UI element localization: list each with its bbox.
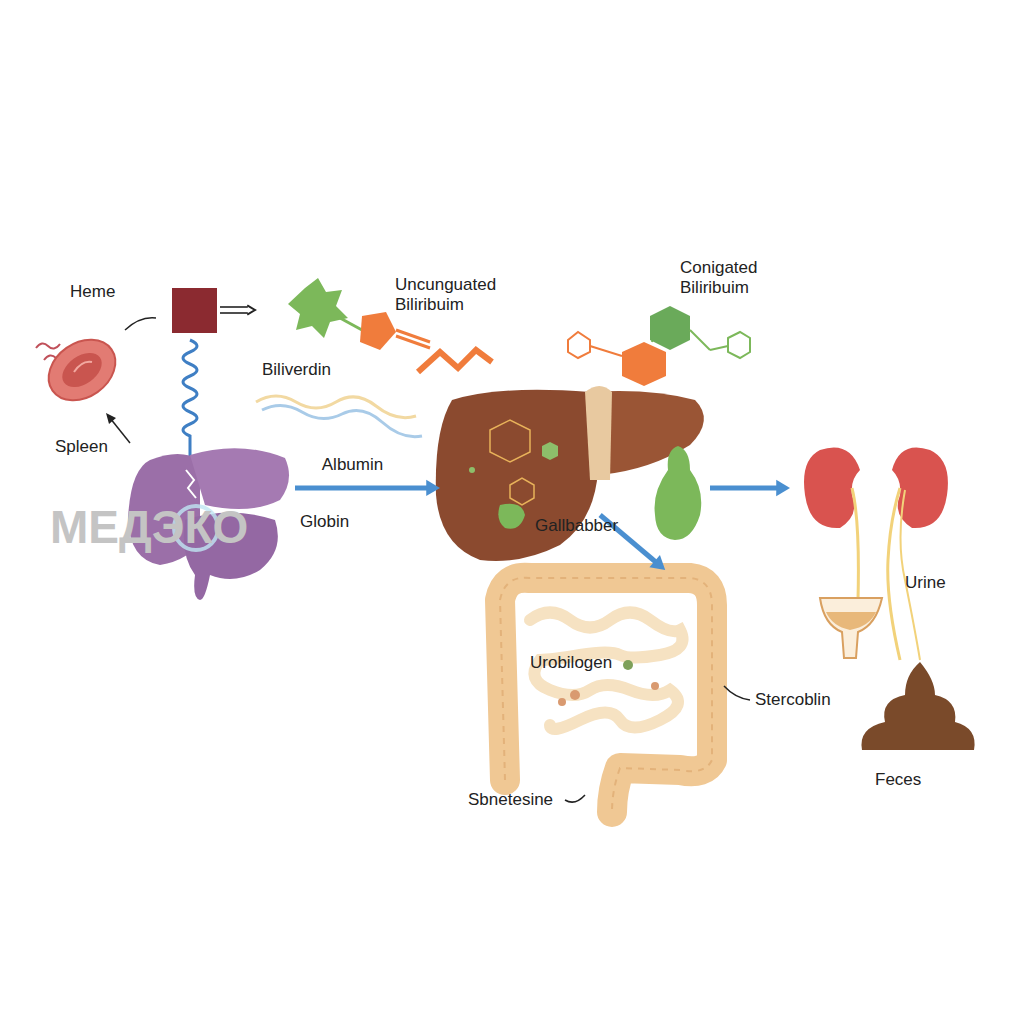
arrow-line: [295, 485, 427, 490]
intestine: [530, 613, 683, 730]
red-blood-cell: [125, 318, 156, 330]
conjugated-molecule: [568, 332, 590, 358]
urine-cup: [820, 598, 882, 658]
globin-coil: [183, 340, 197, 470]
intestine: [500, 578, 750, 812]
arrow-head: [426, 480, 440, 496]
organ-label: Spleen: [55, 437, 108, 457]
intestine: [500, 578, 712, 812]
node-text: Uncunguated Biliribuim: [395, 275, 525, 315]
feces-node: Feces: [860, 660, 975, 790]
biliverdin-molecule: [396, 330, 430, 342]
intestine: [565, 795, 585, 802]
heme-square: [172, 288, 217, 333]
flow-arrow: [710, 480, 790, 496]
gallbladder: [655, 446, 702, 540]
arrow-head: [776, 480, 790, 496]
liver-organ: [490, 420, 530, 462]
feces: [861, 662, 974, 750]
urine-cup: [820, 598, 882, 658]
conjugated-molecule: [728, 332, 750, 358]
biliverdin-molecule: [340, 318, 362, 330]
organ-label: Gallbabber: [535, 516, 618, 536]
feces: [861, 662, 974, 750]
arrow-line: [220, 312, 248, 314]
node-text: Urobilogen: [530, 653, 650, 673]
red-blood-cell: [56, 346, 108, 394]
node-text: Biliverdin: [262, 360, 372, 380]
conjugated-molecule: [710, 346, 728, 350]
node-text: Feces: [875, 770, 955, 790]
intestine: [558, 698, 566, 706]
intestine: [724, 686, 750, 700]
conjugated-molecule: [568, 306, 750, 386]
node-text: Heme: [70, 282, 140, 302]
kidneys: [888, 488, 900, 660]
kidney-node: Urine: [790, 440, 960, 600]
arrow-head: [649, 555, 665, 570]
biliverdin-molecule: [360, 312, 396, 350]
red-blood-cell: [37, 327, 127, 413]
liver-node: Conigated Biliribuim: [440, 385, 710, 515]
urine-cup: [826, 612, 876, 630]
node-text: Urine: [905, 573, 985, 593]
arrow-line: [710, 485, 777, 490]
liver-organ: [436, 386, 704, 561]
spleen-organ: [186, 470, 196, 498]
node-text: Sbnetesine: [468, 790, 568, 810]
liver-organ: [510, 478, 534, 505]
node-text: Globin: [300, 512, 380, 532]
spleen-organ: [190, 448, 289, 509]
albumin-strand: [262, 405, 422, 436]
node-text: Conigated Biliribuim: [680, 258, 790, 298]
arrow-head: [247, 305, 255, 314]
heme-node: Heme: [60, 280, 220, 340]
kidneys: [852, 488, 858, 600]
heme-square: [172, 288, 217, 333]
arrow-line: [220, 306, 248, 308]
red-blood-cell: [74, 362, 92, 372]
red-blood-cell: [36, 318, 156, 443]
kidneys: [892, 448, 948, 529]
kidneys: [804, 448, 860, 529]
gallbladder: [655, 446, 702, 540]
red-blood-cell: [36, 343, 60, 348]
red-blood-cell: [110, 418, 130, 443]
intestine: [500, 578, 712, 812]
conjugated-molecule: [690, 330, 710, 350]
flow-arrow: [220, 305, 255, 314]
liver-organ: [469, 467, 475, 473]
watermark: МЕДЭКО: [50, 500, 248, 555]
red-blood-cell: [106, 413, 116, 424]
pigment-label: Stercoblin: [755, 690, 831, 710]
biliverdin-molecule: [396, 336, 430, 348]
intestine: [623, 660, 633, 670]
conjugated-molecule: [622, 342, 666, 386]
globin-coil: [183, 340, 197, 470]
albumin-strand: [256, 396, 422, 437]
liver-organ: [542, 442, 558, 460]
intestine-node: UrobilogenSbnetesine: [465, 570, 725, 815]
flow-arrow: [295, 480, 440, 496]
intestine: [570, 690, 580, 700]
bilirubin-node: Biliverdin Uncunguated Biliribuim: [255, 265, 525, 390]
conjugated-molecule: [650, 306, 690, 350]
intestine: [651, 682, 659, 690]
liver-organ: [585, 386, 612, 480]
liver-organ: [436, 390, 599, 561]
biliverdin-molecule: [288, 278, 348, 338]
liver-organ: [498, 504, 525, 529]
conjugated-molecule: [590, 346, 622, 356]
biliverdin-molecule: [418, 350, 492, 372]
edge-label: Albumin: [322, 455, 383, 475]
kidneys: [804, 448, 948, 661]
